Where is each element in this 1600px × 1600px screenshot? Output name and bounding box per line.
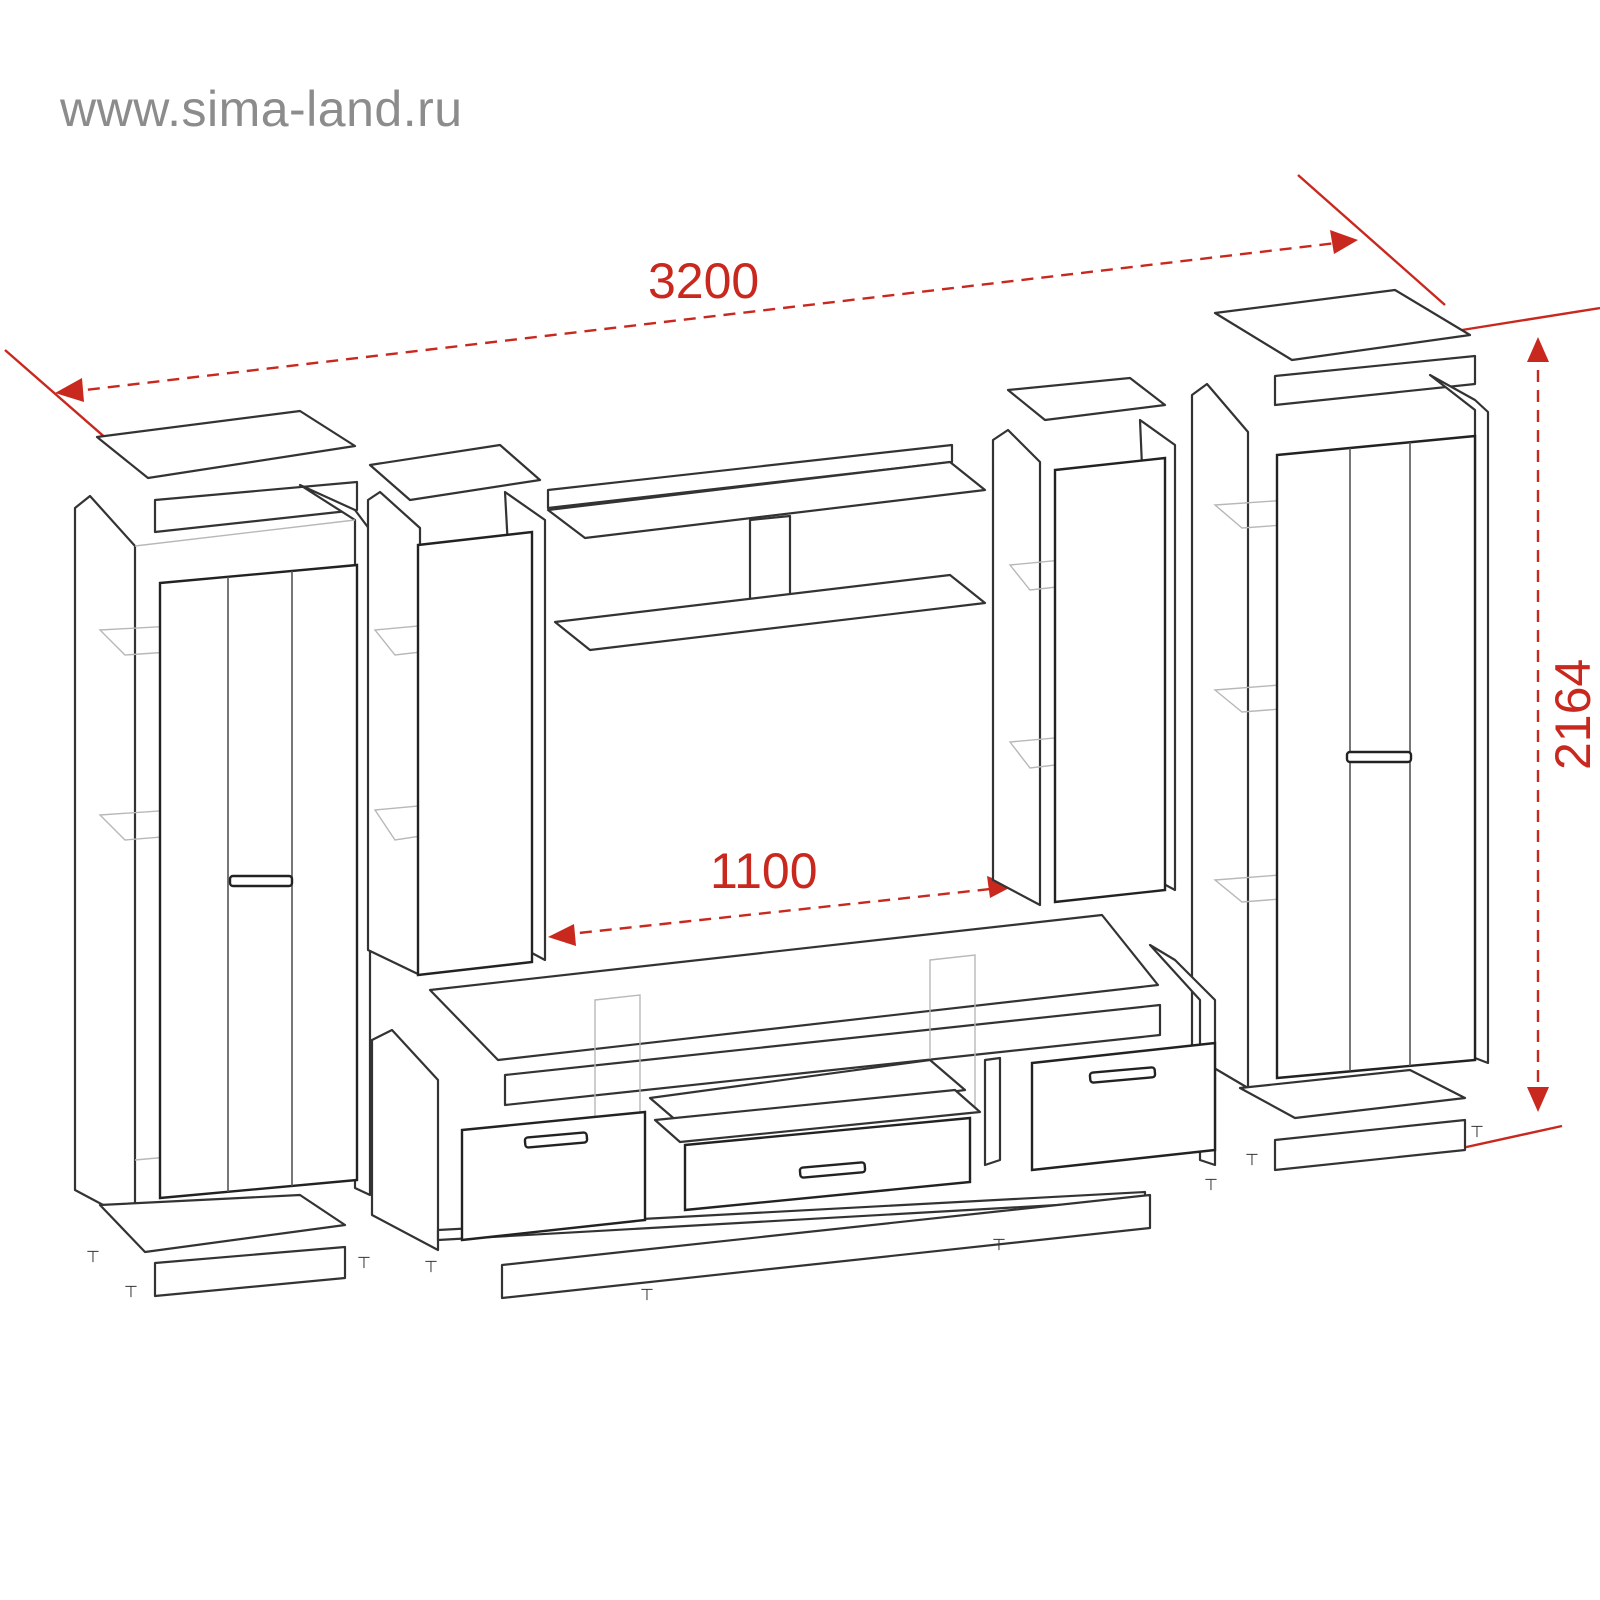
dimension-tv-span: 1100: [548, 843, 1013, 946]
wall-shelf-lower: [553, 573, 987, 652]
tv-stand-top: [428, 913, 1160, 1062]
tv-stand-flap-right-handle[interactable]: [1088, 1066, 1157, 1084]
wall-shelf-top-rail: [546, 443, 954, 510]
extension-line-right: [1297, 174, 1446, 306]
left-wardrobe: ⊤ ⊤ ⊤: [73, 409, 372, 1301]
tv-stand-leg-icon: ⊤: [424, 1257, 438, 1276]
right-wardrobe-leg-icon: ⊤: [1245, 1150, 1259, 1169]
arrowhead-left: [55, 378, 84, 402]
left-wardrobe-leg-icon: ⊤: [357, 1253, 371, 1272]
right-narrow-door: [1053, 456, 1167, 904]
right-wardrobe: ⊤ ⊤: [1190, 288, 1490, 1172]
dimension-label-tv: 1100: [710, 843, 818, 899]
tv-stand-drawer-top: [653, 1088, 982, 1144]
tv-stand-drawer-front: [683, 1116, 972, 1212]
tv-stand-leg-icon: ⊤: [640, 1285, 654, 1304]
right-wardrobe-plinth: [1273, 1118, 1467, 1172]
left-wardrobe-leg-icon: ⊤: [124, 1282, 138, 1301]
tv-stand-leg-icon: ⊤: [1204, 1175, 1218, 1194]
dimension-label-width: 3200: [648, 253, 759, 309]
arrowhead-tv-left: [548, 924, 576, 946]
left-narrow-cabinet: [366, 443, 547, 977]
right-wardrobe-top-rail: [1273, 354, 1477, 407]
right-wardrobe-side-right: [1428, 373, 1490, 1065]
left-wardrobe-door-handle[interactable]: [228, 874, 294, 888]
tv-stand-plinth: [500, 1193, 1152, 1300]
tv-stand-flap-left: [460, 1110, 647, 1242]
arrowhead-bottom: [1527, 1087, 1549, 1112]
right-wardrobe-side-left: [1190, 382, 1250, 1090]
dimension-total-height: 2164: [1461, 306, 1600, 1150]
right-wardrobe-bottom-panel: [1238, 1068, 1467, 1120]
left-narrow-door: [416, 530, 534, 977]
left-wardrobe-leg-icon: ⊤: [86, 1247, 100, 1266]
arrowhead-right: [1330, 230, 1358, 254]
dimension-line-width: [67, 240, 1346, 394]
tv-stand-flap-left-handle[interactable]: [523, 1131, 589, 1149]
left-wardrobe-bottom-panel: [98, 1193, 347, 1254]
dimension-line-tv: [559, 886, 1001, 937]
extension-line-bottom: [1461, 1124, 1563, 1150]
tv-stand-side-left: [370, 1028, 440, 1252]
right-narrow-side-left: [991, 428, 1042, 907]
left-wardrobe-side-left: [73, 494, 137, 1224]
right-narrow-cabinet: [991, 376, 1177, 907]
tv-stand-front-rail: [503, 1003, 1162, 1107]
tv-stand-flap-right: [1030, 1041, 1217, 1172]
wall-shelf-upper: [546, 460, 987, 540]
left-wardrobe-plinth: [153, 1245, 347, 1298]
tv-stand-drawer-handle[interactable]: [798, 1161, 867, 1179]
left-wardrobe-back-top: [134, 519, 356, 547]
watermark-url: www.sima-land.ru: [60, 81, 463, 137]
left-wardrobe-top-panel: [95, 409, 357, 480]
left-narrow-side-left: [366, 490, 422, 977]
dimension-label-height: 2164: [1545, 659, 1600, 770]
left-wardrobe-top-rail: [153, 480, 359, 534]
wall-shelf-unit: [546, 443, 987, 652]
right-wardrobe-leg-icon: ⊤: [1470, 1122, 1484, 1141]
left-narrow-top-panel: [368, 443, 542, 502]
tv-stand-divider-right: [983, 1056, 1002, 1167]
tv-stand-leg-icon: ⊤: [992, 1235, 1006, 1254]
right-narrow-top-panel: [1006, 376, 1167, 422]
right-wardrobe-door-handle[interactable]: [1345, 750, 1413, 764]
tv-stand: ⊤ ⊤ ⊤ ⊤: [370, 913, 1218, 1304]
right-wardrobe-top-panel: [1213, 288, 1472, 362]
extension-line-top: [1461, 306, 1600, 332]
dimension-total-width: 3200: [4, 174, 1446, 469]
arrowhead-top: [1527, 337, 1549, 362]
